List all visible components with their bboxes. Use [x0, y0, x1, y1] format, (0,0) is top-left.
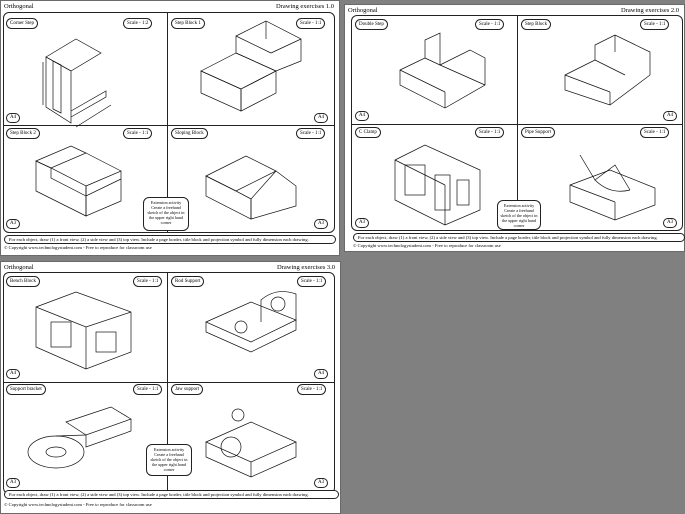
instructions-bar: For each object, draw (1) a front view, …: [4, 490, 339, 499]
sheet-header-right: Drawing exercises 2.0: [621, 7, 679, 14]
sheet-header-right: Drawing exercises 3.0: [277, 264, 335, 271]
copyright-text: © Copyright www.technologystudent.com - …: [4, 245, 152, 250]
sheet-header-left: Orthogonal: [4, 3, 34, 10]
panel-scale: Scale - 1:1: [640, 127, 670, 138]
panel-size: A4: [355, 111, 370, 121]
panel-size: A3: [6, 478, 21, 488]
panel-scale: Scale - 1:1: [133, 276, 163, 287]
panel-scale: Scale - 1:1: [123, 128, 153, 139]
bench-block-drawing: [35, 291, 132, 370]
panel-title: Pipe Support: [521, 127, 555, 138]
panel-title: Step Block 2: [6, 128, 40, 139]
panel-size: A4: [314, 369, 329, 379]
panel-size: A3: [6, 219, 21, 229]
corner-step-drawing: [42, 38, 112, 128]
panel-size: A4: [663, 111, 678, 121]
step-block-1-drawing: [200, 20, 302, 112]
panel-scale: Scale - 1:1: [475, 127, 505, 138]
sheet-header-left: Orthogonal: [348, 7, 378, 14]
extension-note: Extension activity Create a freehand ske…: [143, 197, 189, 231]
panel-size: A3: [355, 218, 370, 228]
divider-vertical: [517, 15, 518, 231]
sloping-block-drawing: [205, 155, 297, 220]
panel-title: Support bracket: [6, 384, 46, 395]
panel-title: Step Block: [521, 19, 552, 30]
panel-scale: Scale - 1:1: [297, 384, 327, 395]
double-step-drawing: [399, 32, 486, 109]
step-block-drawing: [564, 34, 651, 106]
panel-size: A3: [663, 218, 678, 228]
step-block-2-drawing: [35, 145, 122, 217]
panel-size: A4: [6, 113, 21, 123]
extension-note: Extension activity Create a freehand ske…: [497, 200, 541, 230]
divider-horizontal: [3, 125, 335, 126]
sheet-header-left: Orthogonal: [4, 264, 34, 271]
drawing-frame: [3, 12, 335, 233]
divider-horizontal: [3, 382, 335, 383]
extension-note: Extension activity Create a freehand ske…: [146, 444, 192, 476]
divider-vertical: [167, 272, 168, 494]
panel-title: Bench Block: [6, 276, 40, 287]
panel-title: Step Block 1: [171, 18, 205, 29]
panel-size: A4: [6, 369, 21, 379]
panel-scale: Scale - 1:1: [475, 19, 505, 30]
panel-scale: Scale - 1:1: [297, 276, 327, 287]
instructions-bar: For each object, draw (1) a front view, …: [4, 235, 336, 244]
worksheet-2: Orthogonal Drawing exercises 2.0 Double …: [344, 4, 685, 252]
panel-title: Corner Step: [6, 18, 39, 29]
worksheet-3: Orthogonal Drawing exercises 3.0 Bench B…: [0, 261, 341, 514]
panel-title: C Clamp: [355, 127, 381, 138]
panel-scale: Scale - 1:1: [640, 19, 670, 30]
panel-title: Rod Support: [171, 276, 205, 287]
rod-support-drawing: [205, 291, 297, 353]
jaw-support-drawing: [205, 408, 297, 478]
copyright-text: © Copyright www.technologystudent.com - …: [4, 502, 152, 507]
panel-scale: Scale - 1:1: [133, 384, 163, 395]
panel-scale: Scale - 1:1: [296, 18, 326, 29]
panel-scale: Scale - 1:1: [296, 128, 326, 139]
copyright-text: © Copyright www.technologystudent.com - …: [353, 243, 501, 248]
panel-title: Jaw support: [171, 384, 204, 395]
pipe-support-drawing: [569, 154, 656, 221]
panel-size: A3: [314, 478, 329, 488]
panel-title: Double Step: [355, 19, 388, 30]
panel-size: A3: [314, 219, 329, 229]
divider-vertical: [167, 12, 168, 233]
support-bracket-drawing: [27, 406, 132, 469]
worksheet-1: Orthogonal Drawing exercises 1.0 Corner …: [0, 0, 340, 256]
panel-size: A4: [314, 113, 329, 123]
instructions-bar: For each object, draw (1) a front view, …: [353, 233, 685, 242]
panel-title: Sloping Block: [171, 128, 208, 139]
sheet-header-right: Drawing exercises 1.0: [276, 3, 334, 10]
divider-horizontal: [351, 124, 683, 125]
c-clamp-drawing: [394, 144, 481, 226]
panel-scale: Scale - 1:2: [123, 18, 153, 29]
